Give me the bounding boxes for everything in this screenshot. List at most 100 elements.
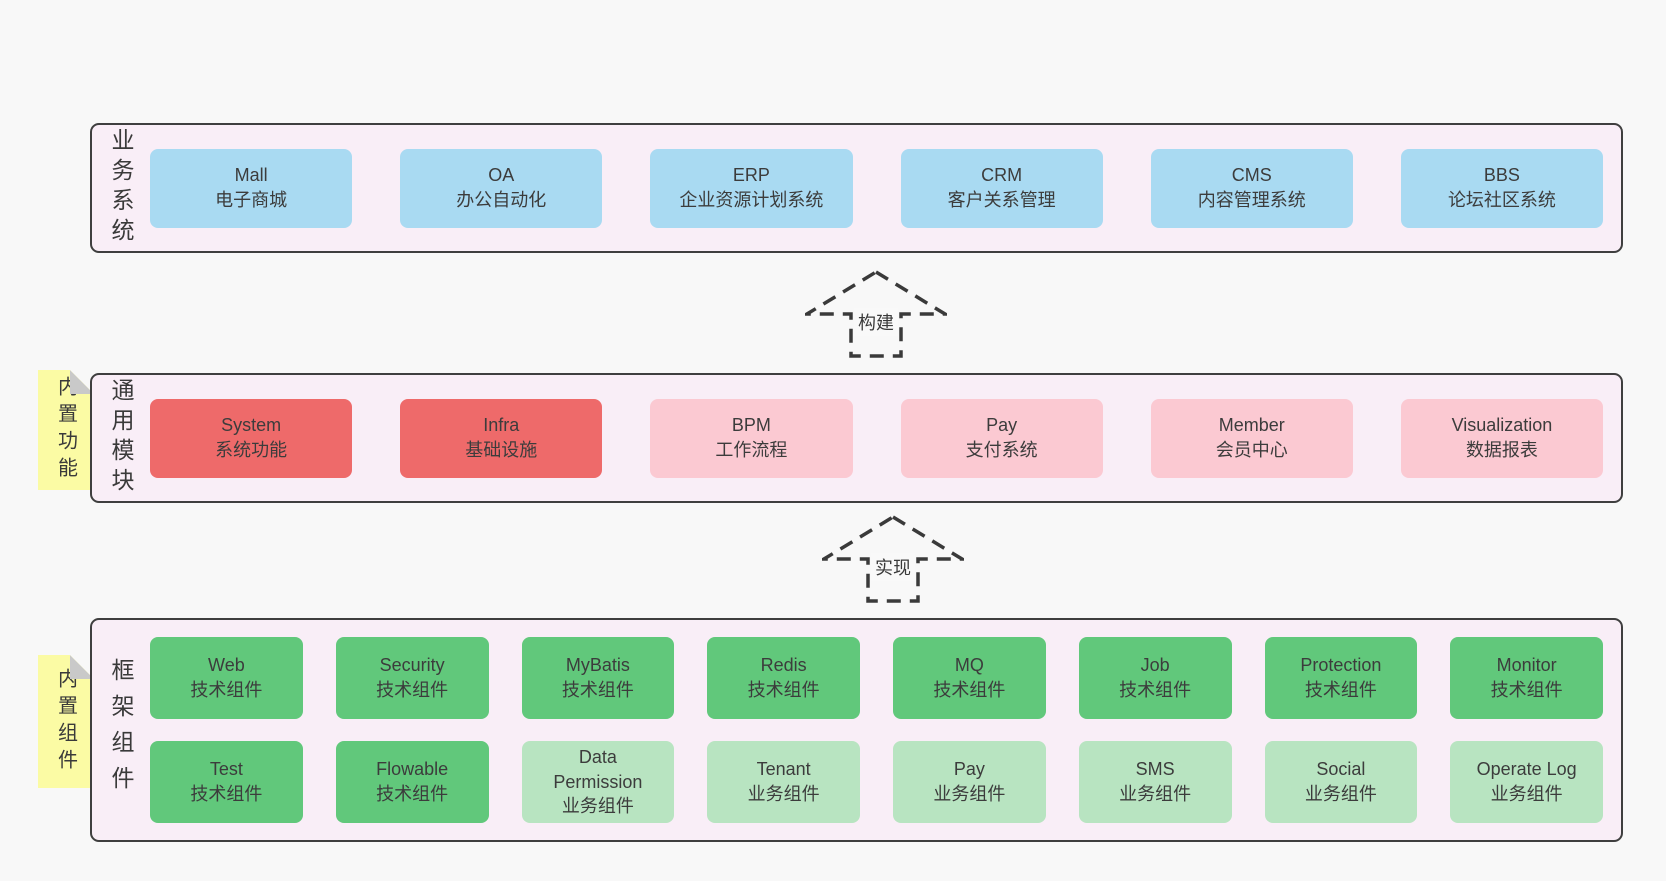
box-desc: 业务组件 — [1304, 784, 1377, 804]
arrow-label: 实现 — [871, 553, 915, 581]
box-name: Visualization — [1451, 415, 1553, 436]
section-business-systems: 业务系统 Mall 电子商城 OA 办公自动化 ERP 企业资源计划系统 CRM 客户关系管理… — [90, 123, 1623, 253]
box-name: OA — [488, 165, 515, 186]
box-sms: SMS 业务组件 — [1078, 741, 1232, 823]
sticky-note-built-in-functions: 内置功能 — [38, 370, 94, 490]
box-name: Social — [1316, 759, 1366, 780]
box-name: MQ — [954, 655, 984, 676]
box-social: Social 业务组件 — [1264, 741, 1418, 823]
box-desc: 业务组件 — [561, 796, 634, 817]
box-desc: 基础设施 — [465, 440, 538, 460]
box-desc: 企业资源计划系统 — [679, 190, 824, 210]
section-title: 框架组件 — [108, 658, 134, 802]
box-name: Flowable — [376, 759, 449, 780]
build-arrow-icon: 构建 — [805, 270, 947, 358]
box-web: Web 技术组件 — [150, 637, 303, 719]
box-system: System 系统功能 — [150, 398, 353, 478]
box-name: CMS — [1231, 165, 1272, 186]
section-title: 业务系统 — [108, 128, 134, 248]
box-name: BPM — [731, 415, 771, 436]
box-operate-log: Operate Log 业务组件 — [1450, 741, 1603, 823]
box-name: Web — [208, 655, 245, 676]
box-name: Job — [1140, 655, 1170, 676]
box-name: Member — [1218, 415, 1285, 436]
box-desc: 内容管理系统 — [1197, 190, 1306, 210]
box-desc: 技术组件 — [747, 680, 820, 700]
box-desc: 办公自动化 — [456, 190, 547, 210]
box-name: BBS — [1483, 165, 1520, 186]
box-desc: 技术组件 — [376, 784, 449, 804]
box-name: Data Permission — [553, 746, 643, 792]
box-name: Mall — [234, 165, 268, 186]
box-member: Member 会员中心 — [1150, 398, 1353, 478]
box-desc: 技术组件 — [1119, 680, 1192, 700]
sticky-note-label: 内置组件 — [54, 667, 77, 776]
box-desc: 论坛社区系统 — [1447, 190, 1556, 210]
box-crm: CRM 客户关系管理 — [900, 148, 1103, 228]
box-desc: 技术组件 — [190, 680, 263, 700]
box-tenant: Tenant 业务组件 — [707, 741, 860, 823]
box-desc: 技术组件 — [376, 680, 449, 700]
box-mall: Mall 电子商城 — [150, 148, 353, 228]
box-desc: 业务组件 — [747, 784, 820, 804]
box-desc: 技术组件 — [933, 680, 1006, 700]
box-name: Redis — [760, 655, 807, 676]
box-redis: Redis 技术组件 — [707, 637, 860, 719]
arrow-label: 构建 — [854, 308, 898, 336]
sticky-note-built-in-components: 内置组件 — [38, 655, 94, 788]
box-data-permission: Data Permission 业务组件 — [521, 741, 675, 823]
dashed-up-arrow — [822, 515, 964, 603]
box-name: MyBatis — [565, 655, 630, 676]
implement-arrow-icon: 实现 — [822, 515, 964, 603]
box-desc: 客户关系管理 — [947, 190, 1056, 210]
box-desc: 技术组件 — [1490, 680, 1563, 700]
box-flowable: Flowable 技术组件 — [335, 741, 489, 823]
box-desc: 工作流程 — [715, 440, 788, 460]
dashed-up-arrow — [805, 270, 947, 358]
box-name: CRM — [981, 165, 1023, 186]
section-content: Mall 电子商城 OA 办公自动化 ERP 企业资源计划系统 CRM 客户关系管理 CMS 内容… — [150, 125, 1621, 251]
box-desc: 电子商城 — [215, 190, 288, 210]
box-name: ERP — [732, 165, 770, 186]
box-name: Infra — [483, 415, 520, 436]
box-mybatis: MyBatis 技术组件 — [521, 637, 675, 719]
box-desc: 技术组件 — [190, 784, 263, 804]
box-name: Pay — [953, 759, 985, 780]
box-desc: 系统功能 — [215, 440, 288, 460]
box-pay: Pay 业务组件 — [893, 741, 1046, 823]
box-name: System — [221, 415, 282, 436]
box-erp: ERP 企业资源计划系统 — [650, 148, 853, 228]
sticky-note-label: 内置功能 — [54, 376, 77, 484]
box-name: Monitor — [1496, 655, 1557, 676]
box-desc: 技术组件 — [561, 680, 634, 700]
box-name: Operate Log — [1476, 759, 1577, 780]
box-name: Tenant — [756, 759, 811, 780]
box-name: SMS — [1135, 759, 1175, 780]
box-name: Security — [379, 655, 445, 676]
box-name: Protection — [1300, 655, 1382, 676]
component-row: Mall 电子商城 OA 办公自动化 ERP 企业资源计划系统 CRM 客户关系管理 CMS 内容… — [150, 148, 1604, 228]
box-name: Pay — [986, 415, 1018, 436]
section-title: 通用模块 — [108, 378, 134, 498]
box-job: Job 技术组件 — [1078, 637, 1232, 719]
box-infra: Infra 基础设施 — [400, 398, 603, 478]
box-monitor: Monitor 技术组件 — [1450, 637, 1603, 719]
box-desc: 业务组件 — [1119, 784, 1192, 804]
box-bpm: BPM 工作流程 — [650, 398, 853, 478]
box-desc: 业务组件 — [933, 784, 1006, 804]
box-name: Test — [209, 759, 243, 780]
box-test: Test 技术组件 — [150, 741, 303, 823]
box-desc: 会员中心 — [1215, 440, 1288, 460]
box-desc: 业务组件 — [1490, 784, 1563, 804]
box-bbs: BBS 论坛社区系统 — [1400, 148, 1604, 228]
